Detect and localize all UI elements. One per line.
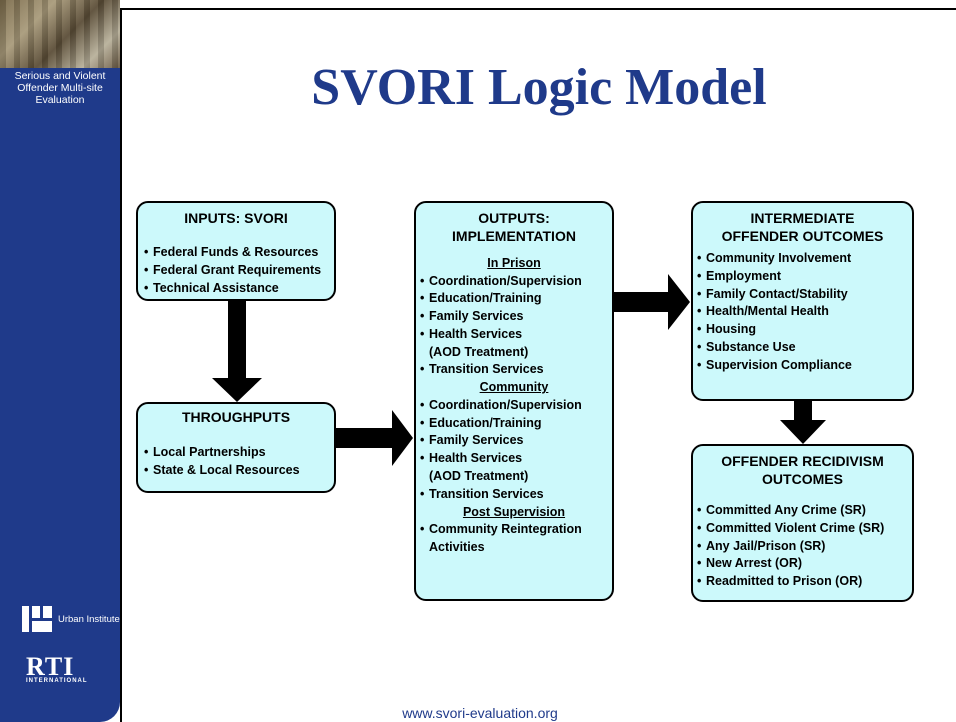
list-item: Health Services (420, 326, 608, 344)
post-supervision-heading: Post Supervision (462, 504, 566, 519)
list-item: Community Involvement (697, 250, 908, 268)
rti-logo-mark: RTI (26, 652, 75, 681)
sidebar: Serious and Violent Offender Multi-site … (0, 0, 120, 722)
list-item: Employment (697, 268, 908, 286)
recidivism-outcomes-box: OFFENDER RECIDIVISM OUTCOMES Committed A… (691, 444, 914, 602)
intermediate-title-line1: INTERMEDIATE (750, 210, 855, 226)
arrow-throughputs-to-outputs (336, 410, 413, 466)
outputs-title-line2: IMPLEMENTATION (452, 228, 576, 244)
in-prison-heading: In Prison (487, 256, 541, 270)
list-item: Health Services (420, 450, 608, 468)
rti-logo-subtext: INTERNATIONAL (26, 678, 88, 684)
recidivism-title-line1: OFFENDER RECIDIVISM (721, 453, 884, 469)
inputs-box: INPUTS: SVORI Federal Funds & Resources … (136, 201, 336, 301)
list-item-continuation: Activities (429, 539, 485, 554)
arrow-outputs-to-intermediate (613, 274, 690, 330)
list-item: Family Services (420, 308, 608, 326)
list-item-continuation: (AOD Treatment) (429, 468, 529, 483)
list-item: New Arrest (OR) (697, 555, 908, 573)
list-item: Community Reintegration (420, 521, 608, 539)
list-item: Coordination/Supervision (420, 397, 608, 415)
list-item: Transition Services (420, 361, 608, 379)
arrow-intermediate-to-recidivism (780, 400, 826, 444)
arrow-inputs-to-throughputs (212, 300, 262, 402)
list-item: Transition Services (420, 486, 608, 504)
list-item-continuation: (AOD Treatment) (429, 344, 529, 359)
frame-top-rule (120, 8, 956, 10)
recidivism-title-line2: OUTCOMES (762, 471, 843, 487)
outputs-title-line1: OUTPUTS: (478, 210, 550, 226)
frame-left-rule (120, 8, 122, 722)
list-item: Supervision Compliance (697, 357, 908, 375)
list-item: Coordination/Supervision (420, 273, 608, 291)
urban-institute-icon (22, 606, 52, 632)
throughputs-box: THROUGHPUTS Local Partnerships State & L… (136, 402, 336, 493)
urban-institute-label: Urban Institute (58, 613, 120, 625)
intermediate-title-line2: OFFENDER OUTCOMES (721, 228, 884, 244)
sidebar-caption: Serious and Violent Offender Multi-site … (14, 70, 106, 106)
list-item: Health/Mental Health (697, 303, 908, 321)
list-item: Local Partnerships (144, 444, 328, 462)
list-item: State & Local Resources (144, 462, 328, 480)
urban-institute-logo: Urban Institute (22, 606, 120, 632)
list-item: Readmitted to Prison (OR) (697, 573, 908, 591)
list-item: Family Contact/Stability (697, 286, 908, 304)
list-item: Substance Use (697, 339, 908, 357)
intermediate-outcomes-box: INTERMEDIATE OFFENDER OUTCOMES Community… (691, 201, 914, 401)
inputs-title: INPUTS: SVORI (184, 210, 288, 226)
rti-international-logo: RTI INTERNATIONAL (26, 652, 106, 685)
list-item: Family Services (420, 432, 608, 450)
list-item: Housing (697, 321, 908, 339)
slide-title: SVORI Logic Model (311, 59, 767, 116)
list-item: Federal Funds & Resources (144, 244, 328, 262)
list-item: Technical Assistance (144, 280, 328, 298)
list-item: Committed Violent Crime (SR) (697, 520, 908, 538)
list-item: Education/Training (420, 415, 608, 433)
community-heading: Community (479, 380, 549, 395)
outputs-box: OUTPUTS: IMPLEMENTATION In Prison Coordi… (414, 201, 614, 601)
footer-url: www.svori-evaluation.org (402, 705, 558, 721)
list-item: Committed Any Crime (SR) (697, 502, 908, 520)
throughputs-title: THROUGHPUTS (181, 409, 291, 425)
list-item: Federal Grant Requirements (144, 262, 328, 280)
sidebar-photo (0, 0, 120, 68)
list-item: Education/Training (420, 290, 608, 308)
list-item: Any Jail/Prison (SR) (697, 538, 908, 556)
